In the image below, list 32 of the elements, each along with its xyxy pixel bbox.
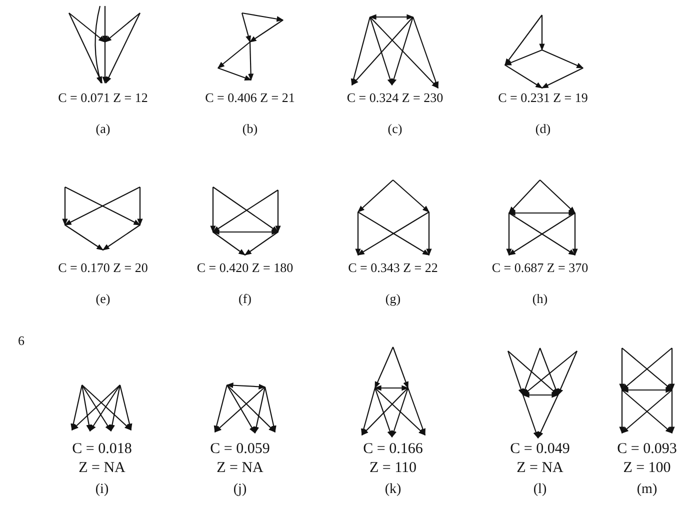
statistic-label: C = 0.406 Z = 21	[205, 91, 295, 104]
statistic-label: Z = 110	[369, 461, 417, 476]
panel-label: (l)	[533, 483, 547, 497]
statistic-label: C = 0.071 Z = 12	[58, 91, 148, 104]
panel-label: (h)	[532, 292, 548, 305]
statistic-label: C = 0.059	[210, 442, 270, 457]
statistic-label: Z = NA	[78, 461, 126, 476]
panel-label: (k)	[384, 483, 402, 497]
panel-label: (f)	[238, 292, 252, 305]
panel-label: (i)	[95, 483, 109, 497]
panel-label: (m)	[636, 483, 658, 497]
statistic-label: C = 0.170 Z = 20	[58, 261, 148, 274]
statistic-label: Z = NA	[216, 461, 264, 476]
statistic-label: C = 0.420 Z = 180	[196, 261, 294, 274]
statistic-label: C = 0.324 Z = 230	[346, 91, 444, 104]
statistic-label: C = 0.018	[72, 442, 132, 457]
statistic-label: C = 0.049	[510, 442, 570, 457]
panel-label: (c)	[388, 122, 402, 135]
panel-label: (e)	[96, 292, 110, 305]
statistic-label: C = 0.687 Z = 370	[492, 261, 588, 274]
panel-label: 6	[18, 334, 24, 347]
statistic-label: Z = NA	[516, 461, 564, 476]
panel-label: (b)	[242, 122, 258, 135]
statistic-label: Z = 100	[623, 461, 671, 476]
panel-label: (d)	[535, 122, 551, 135]
panel-label: (j)	[233, 483, 247, 497]
statistic-label: C = 0.343 Z = 22	[348, 261, 438, 274]
statistic-label: C = 0.166	[363, 442, 423, 457]
panel-label: (g)	[385, 292, 401, 305]
statistic-label: C = 0.231 Z = 19	[498, 91, 588, 104]
panel-label: (a)	[96, 122, 110, 135]
statistic-label: C = 0.093	[617, 442, 677, 457]
